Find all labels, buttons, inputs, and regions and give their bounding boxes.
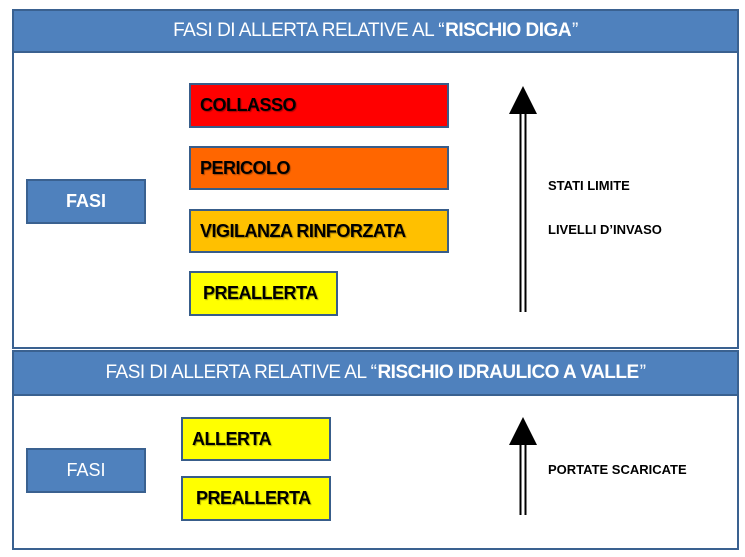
arrow-label-stati-limite: STATI LIMITE xyxy=(548,178,630,193)
bottom-header: FASI DI ALLERTA RELATIVE AL “RISCHIO IDR… xyxy=(12,350,739,396)
phase-label: PERICOLO xyxy=(200,157,291,178)
bottom-title-bold: RISCHIO IDRAULICO A VALLE xyxy=(377,362,639,383)
bottom-fasi-box: FASI xyxy=(26,448,146,493)
arrow-label-portate-scaricate: PORTATE SCARICATE xyxy=(548,462,687,477)
phase-vigilanza-rinforzata: VIGILANZA RINFORZATA xyxy=(189,209,449,253)
top-header: FASI DI ALLERTA RELATIVE AL “RISCHIO DIG… xyxy=(12,9,739,53)
arrow-label-livelli-invaso: LIVELLI D’INVASO xyxy=(548,222,662,237)
top-title-prefix: FASI DI ALLERTA RELATIVE AL “ xyxy=(173,20,445,41)
phase-collasso: COLLASSO xyxy=(189,83,449,128)
top-title-suffix: ” xyxy=(572,20,578,41)
phase-label: COLLASSO xyxy=(200,95,297,115)
top-title-bold: RISCHIO DIGA xyxy=(445,20,572,41)
top-fasi-label: FASI xyxy=(65,191,106,211)
phase-preallerta: PREALLERTA xyxy=(189,271,338,316)
bottom-title-prefix: FASI DI ALLERTA RELATIVE AL “ xyxy=(105,362,377,383)
phase-pericolo: PERICOLO xyxy=(189,146,449,190)
phase-label: PREALLERTA xyxy=(196,488,311,508)
top-fasi-box: FASI xyxy=(26,179,146,224)
phase-allerta: ALLERTA xyxy=(181,417,331,461)
phase-label: VIGILANZA RINFORZATA xyxy=(200,220,406,241)
up-arrow-icon xyxy=(509,86,537,312)
phase-label: PREALLERTA xyxy=(203,283,318,303)
up-arrow-icon xyxy=(509,417,537,515)
bottom-fasi-label: FASI xyxy=(66,460,106,480)
bottom-title-suffix: ” xyxy=(639,362,646,383)
phase-label: ALLERTA xyxy=(192,428,272,449)
phase-preallerta-valle: PREALLERTA xyxy=(181,476,331,521)
